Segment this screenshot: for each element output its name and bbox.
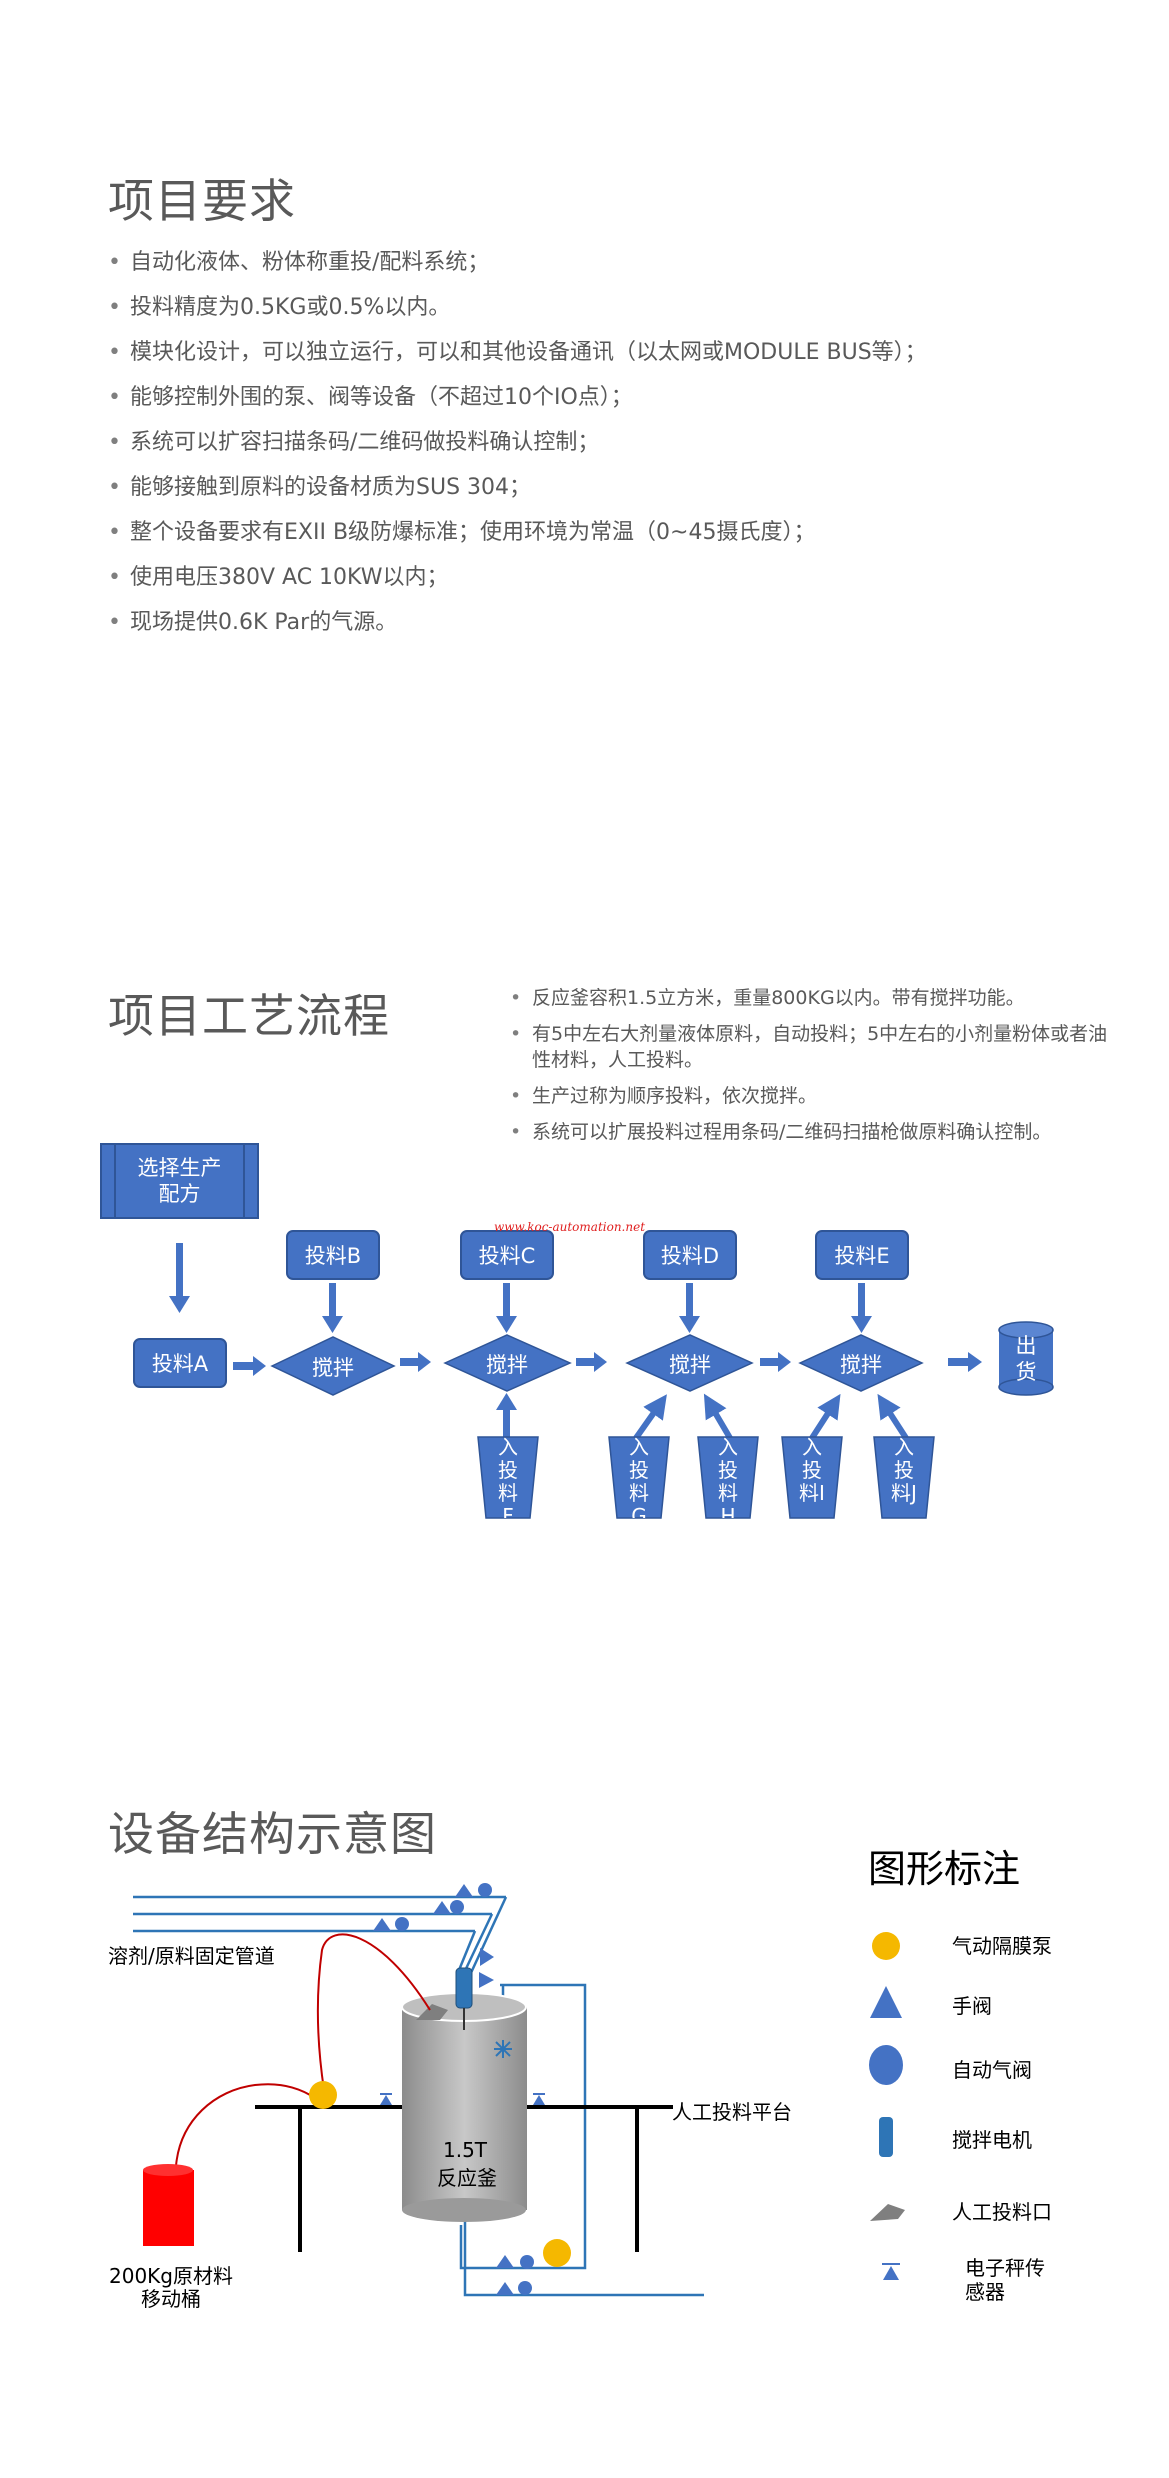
output-cylinder <box>998 1321 1054 1396</box>
section-title-process: 项目工艺流程 <box>108 989 390 1043</box>
legend-label-pneumatic-valve: 自动气阀 <box>952 2058 1032 2082</box>
process-notes-list: 反应釜容积1.5立方米，重量800KG以内。带有搅拌功能。 有5中左右大剂量液体… <box>510 985 1110 1155</box>
tank-capacity-label: 1.5T <box>442 2138 488 2162</box>
list-item: 使用电压380V AC 10KW以内； <box>108 555 1108 600</box>
manual-feed-port-icon <box>870 2204 905 2221</box>
hopper-g-label: 入投料G <box>629 1436 649 1518</box>
flow-arrows <box>169 1243 982 1444</box>
diaphragm-pump-icon <box>309 2081 337 2109</box>
list-item: 系统可以扩容扫描条码/二维码做投料确认控制； <box>108 420 1108 465</box>
legend-label-pump: 气动隔膜泵 <box>952 1934 1052 1958</box>
list-item: 能够控制外围的泵、阀等设备（不超过10个IO点）； <box>108 375 1108 420</box>
feed-b-box: 投料B <box>286 1230 380 1280</box>
feed-c-box: 投料C <box>460 1230 554 1280</box>
pipe-label: 溶剂/原料固定管道 <box>108 1944 275 1968</box>
load-cell-icon <box>883 2266 899 2280</box>
recipe-select-box: 选择生产配方 <box>100 1143 259 1219</box>
feed-a-box: 投料A <box>133 1338 227 1388</box>
hopper-f-label: 入投料F <box>498 1436 518 1518</box>
list-item: 反应釜容积1.5立方米，重量800KG以内。带有搅拌功能。 <box>510 985 1110 1011</box>
list-item: 投料精度为0.5KG或0.5%以内。 <box>108 285 1108 330</box>
section-title-requirements: 项目要求 <box>108 174 296 228</box>
legend-title: 图形标注 <box>868 1847 1021 1891</box>
legend-label-manual-valve: 手阀 <box>952 1994 992 2018</box>
diaphragm-pump-icon <box>872 1932 900 1960</box>
diaphragm-pump-icon <box>543 2239 571 2267</box>
list-item: 有5中左右大剂量液体原料，自动投料；5中左右的小剂量粉体或者油性材料，人工投料。 <box>510 1021 1110 1073</box>
mix-label: 搅拌 <box>312 1356 354 1380</box>
legend-label-load-cell: 电子秤传感器 <box>965 2256 1045 2304</box>
hopper-j-label: 入投料J <box>891 1436 917 1505</box>
drum-label: 200Kg原材料 <box>109 2264 233 2288</box>
feed-e-box: 投料E <box>815 1230 909 1280</box>
hopper-i-label: 入投料I <box>799 1436 825 1505</box>
load-cell-icon <box>380 2093 545 2105</box>
mix-diamonds <box>270 1334 924 1396</box>
mix-label: 搅拌 <box>486 1353 528 1377</box>
watermark: www.koc-automation.net <box>494 1220 646 1234</box>
mixer-motor-icon <box>879 2117 893 2157</box>
list-item: 整个设备要求有EXII B级防爆标准；使用环境为常温（0~45摄氏度）； <box>108 510 1108 555</box>
platform-label: 人工投料平台 <box>672 2100 792 2124</box>
mix-label: 搅拌 <box>669 1353 711 1377</box>
pipe-valves <box>373 1883 534 2295</box>
legend-icons <box>869 1932 905 2280</box>
mixer-motor-icon <box>455 1967 473 2030</box>
section-title-structure: 设备结构示意图 <box>108 1807 437 1861</box>
tank-name-label: 反应釜 <box>437 2166 497 2190</box>
list-item: 系统可以扩展投料过程用条码/二维码扫描枪做原料确认控制。 <box>510 1119 1110 1145</box>
manual-valve-icon <box>870 1986 902 2018</box>
mix-label: 搅拌 <box>840 1353 882 1377</box>
hopper-h-label: 入投料H <box>718 1436 738 1518</box>
list-item: 自动化液体、粉体称重投/配料系统； <box>108 240 1108 285</box>
pneumatic-valve-icon <box>869 2045 903 2085</box>
agitator <box>494 2040 512 2058</box>
list-item: 模块化设计，可以独立运行，可以和其他设备通讯（以太网或MODULE BUS等）； <box>108 330 1108 375</box>
pipes <box>133 1895 704 2297</box>
list-item: 现场提供0.6K Par的气源。 <box>108 600 1108 645</box>
list-item: 生产过称为顺序投料，依次搅拌。 <box>510 1083 1110 1109</box>
output-label: 出货 <box>1015 1334 1037 1384</box>
material-drum <box>143 2164 194 2246</box>
legend-label-feed-port: 人工投料口 <box>952 2200 1052 2224</box>
drum-label-2: 移动桶 <box>141 2287 201 2311</box>
hoses <box>175 1933 431 2167</box>
hoppers <box>477 1436 935 1519</box>
list-item: 能够接触到原料的设备材质为SUS 304； <box>108 465 1108 510</box>
requirements-list: 自动化液体、粉体称重投/配料系统； 投料精度为0.5KG或0.5%以内。 模块化… <box>108 240 1108 645</box>
feed-d-box: 投料D <box>643 1230 737 1280</box>
manual-feed-port-icon <box>416 2004 448 2020</box>
legend-label-motor: 搅拌电机 <box>952 2128 1032 2152</box>
diagonal-arrows <box>633 1393 909 1440</box>
